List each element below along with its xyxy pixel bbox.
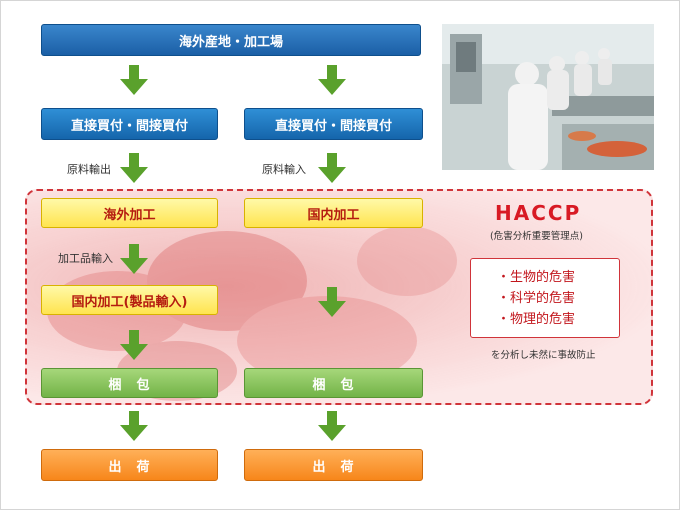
haccp-prevention-note: を分析し未然に事故防止 bbox=[491, 350, 596, 361]
purchase-box-right: 直接買付・間接買付 bbox=[244, 108, 423, 140]
down-arrow-icon bbox=[120, 153, 148, 183]
overseas-processing-box: 海外加工 bbox=[41, 198, 218, 228]
hazard-list-box: ・生物的危害 ・科学的危害 ・物理的危害 bbox=[470, 258, 620, 338]
packing-box-right: 梱 包 bbox=[244, 368, 423, 398]
down-arrow-icon bbox=[318, 153, 346, 183]
factory-photo bbox=[442, 24, 654, 170]
down-arrow-icon bbox=[318, 411, 346, 441]
down-arrow-icon bbox=[120, 65, 148, 95]
hazard-biological: ・生物的危害 bbox=[497, 270, 576, 285]
domestic-product-import-box: 国内加工(製品輸入) bbox=[41, 285, 218, 315]
shipping-box-right: 出 荷 bbox=[244, 449, 423, 481]
domestic-processing-box: 国内加工 bbox=[244, 198, 423, 228]
processed-import-label: 加工品輸入 bbox=[58, 252, 113, 265]
packing-box-left: 梱 包 bbox=[41, 368, 218, 398]
raw-import-label: 原料輸入 bbox=[262, 163, 306, 176]
shipping-box-left: 出 荷 bbox=[41, 449, 218, 481]
hazard-physical: ・物理的危害 bbox=[497, 312, 576, 327]
down-arrow-icon bbox=[318, 65, 346, 95]
down-arrow-icon bbox=[120, 244, 148, 274]
hazard-scientific: ・科学的危害 bbox=[497, 291, 576, 306]
overseas-origin-box: 海外産地・加工場 bbox=[41, 24, 421, 56]
haccp-title: HACCP bbox=[495, 201, 582, 225]
raw-export-label: 原料輸出 bbox=[67, 163, 111, 176]
purchase-box-left: 直接買付・間接買付 bbox=[41, 108, 218, 140]
down-arrow-icon bbox=[318, 287, 346, 317]
down-arrow-icon bbox=[120, 411, 148, 441]
haccp-subtitle: (危害分析重要管理点) bbox=[490, 231, 583, 242]
down-arrow-icon bbox=[120, 330, 148, 360]
